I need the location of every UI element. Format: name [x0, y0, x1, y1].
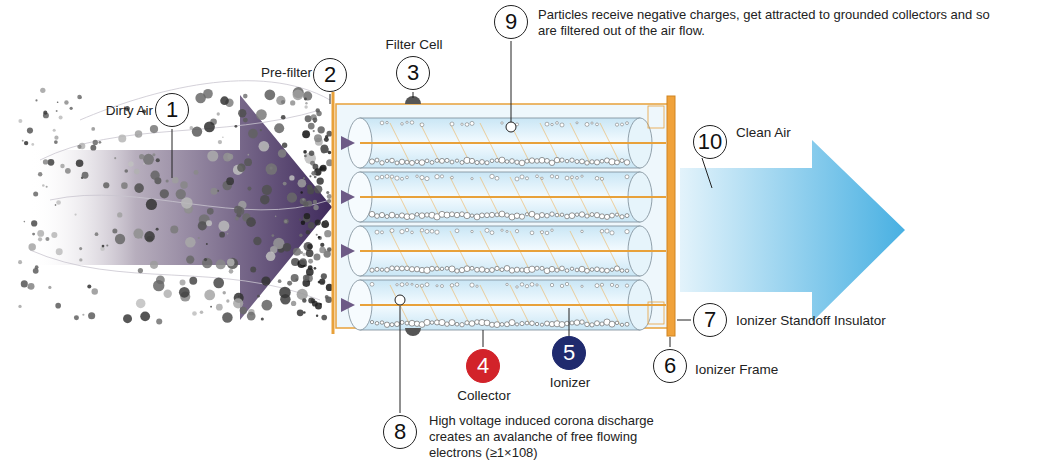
callout-circle: 10Clean Air: [693, 125, 727, 159]
callout-circle: 9Particles receive negative charges, get…: [494, 5, 528, 39]
callout-number: 10: [694, 126, 726, 157]
callout-label: Ionizer Standoff Insulator: [736, 313, 956, 329]
callout-label: Particles receive negative charges, get …: [538, 7, 1008, 39]
callout-number: 7: [694, 304, 726, 335]
callout-number: 9: [495, 6, 527, 37]
leader-lines: [172, 41, 712, 413]
callout-label: Ionizer Frame: [695, 362, 845, 378]
clean-air-arrow: [680, 140, 905, 322]
callout-circle: 6Ionizer Frame: [653, 349, 687, 383]
callout-label: Ionizer: [520, 375, 620, 391]
callout-label: Clean Air: [736, 125, 856, 141]
callout-number: 4: [467, 350, 499, 381]
callout-circle: 3Filter Cell: [396, 56, 430, 90]
callout-label: Filter Cell: [359, 37, 469, 53]
collector-tubes: [341, 118, 666, 330]
callout-number: 1: [156, 94, 188, 125]
callout-circle: 7Ionizer Standoff Insulator: [693, 303, 727, 337]
callout-circle: 5Ionizer: [552, 336, 586, 370]
dust-particles: [18, 87, 333, 324]
callout-number: 3: [397, 57, 429, 88]
callout-circle: 4Collector: [466, 349, 500, 383]
callout-label: Pre-filter: [227, 65, 312, 81]
callout-label: Collector: [429, 388, 539, 404]
ionizer-frame-bar: [667, 96, 675, 336]
dirty-air-arrow: [30, 95, 332, 320]
standoff-insulator: [648, 106, 664, 128]
callout-circle: 1Dirty Air: [155, 93, 189, 127]
callout-label: High voltage induced corona discharge cr…: [429, 413, 684, 461]
callout-number: 8: [384, 416, 416, 447]
pre-filter-screen: [332, 92, 335, 334]
air-swirls: [30, 81, 330, 300]
standoff-insulator: [648, 302, 664, 324]
cell-terminal: [405, 328, 421, 336]
callout-circle: 8High voltage induced corona discharge c…: [383, 415, 417, 449]
callout-circle: 2Pre-filter: [313, 58, 347, 92]
callout-label: Dirty Air: [73, 103, 153, 119]
callout-number: 5: [553, 337, 585, 368]
callout-number: 6: [654, 350, 686, 381]
callout-number: 2: [314, 59, 346, 90]
